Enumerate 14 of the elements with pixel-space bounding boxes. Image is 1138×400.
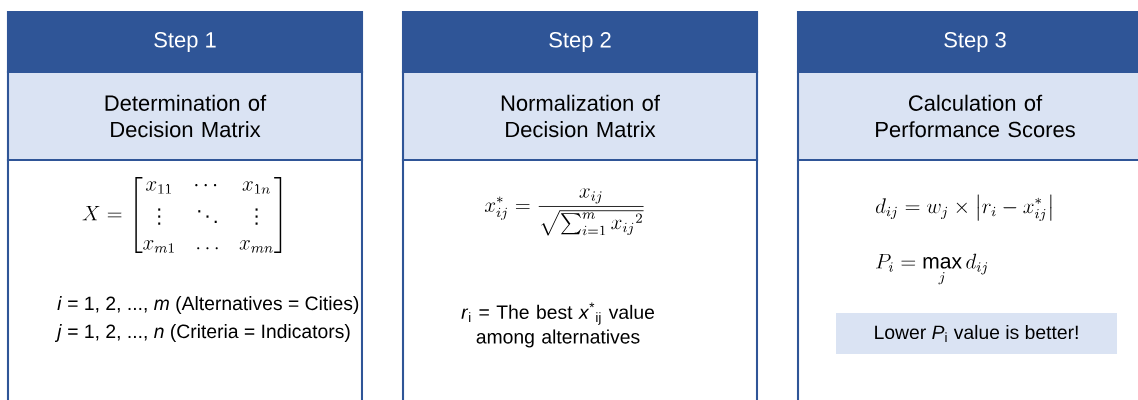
step-title-band: Normalization of Decision Matrix <box>401 70 759 162</box>
step-title-band: Determination of Decision Matrix <box>6 70 364 162</box>
step-header: Step 2 <box>401 10 759 74</box>
formula: $x_{ij}^{*} = \frac{x_{ij}}{\sqrt{\sum_{i=1}^{m} {x_{ij}}^{2}}}$ <box>484 188 644 236</box>
description-text: r$_{i}$ = The best x$^{*}$$_{ij}$ value among alternatives <box>461 302 655 348</box>
formula: $X = \begin{bmatrix} x_{11} & \cdots & x_{1n} \\ \vdots & \ddots & \vdots \\ x_{m1} & \ldots & x_{mn} \end{bmatrix}$ <box>82 177 282 253</box>
step-title-band: Calculation of Performance Scores <box>796 70 1138 162</box>
step-header: Step 3 <box>796 10 1138 74</box>
formula: $P_{i} = \max_{j} d_{ij}$ <box>876 253 988 285</box>
description-text: i = 1, 2, ..., m (Alternatives = Cities) <box>57 296 359 314</box>
highlight-note: Lower P$_{i}$ value is better! <box>836 313 1118 354</box>
step-header: Step 1 <box>6 10 364 74</box>
description-text: j = 1, 2, ..., n (Criteria = Indicators) <box>54 324 350 342</box>
formula: $d_{ij} = w_{j} \times \left| r_{i} - x_{ij}^{*} \right|$ <box>876 194 1052 222</box>
